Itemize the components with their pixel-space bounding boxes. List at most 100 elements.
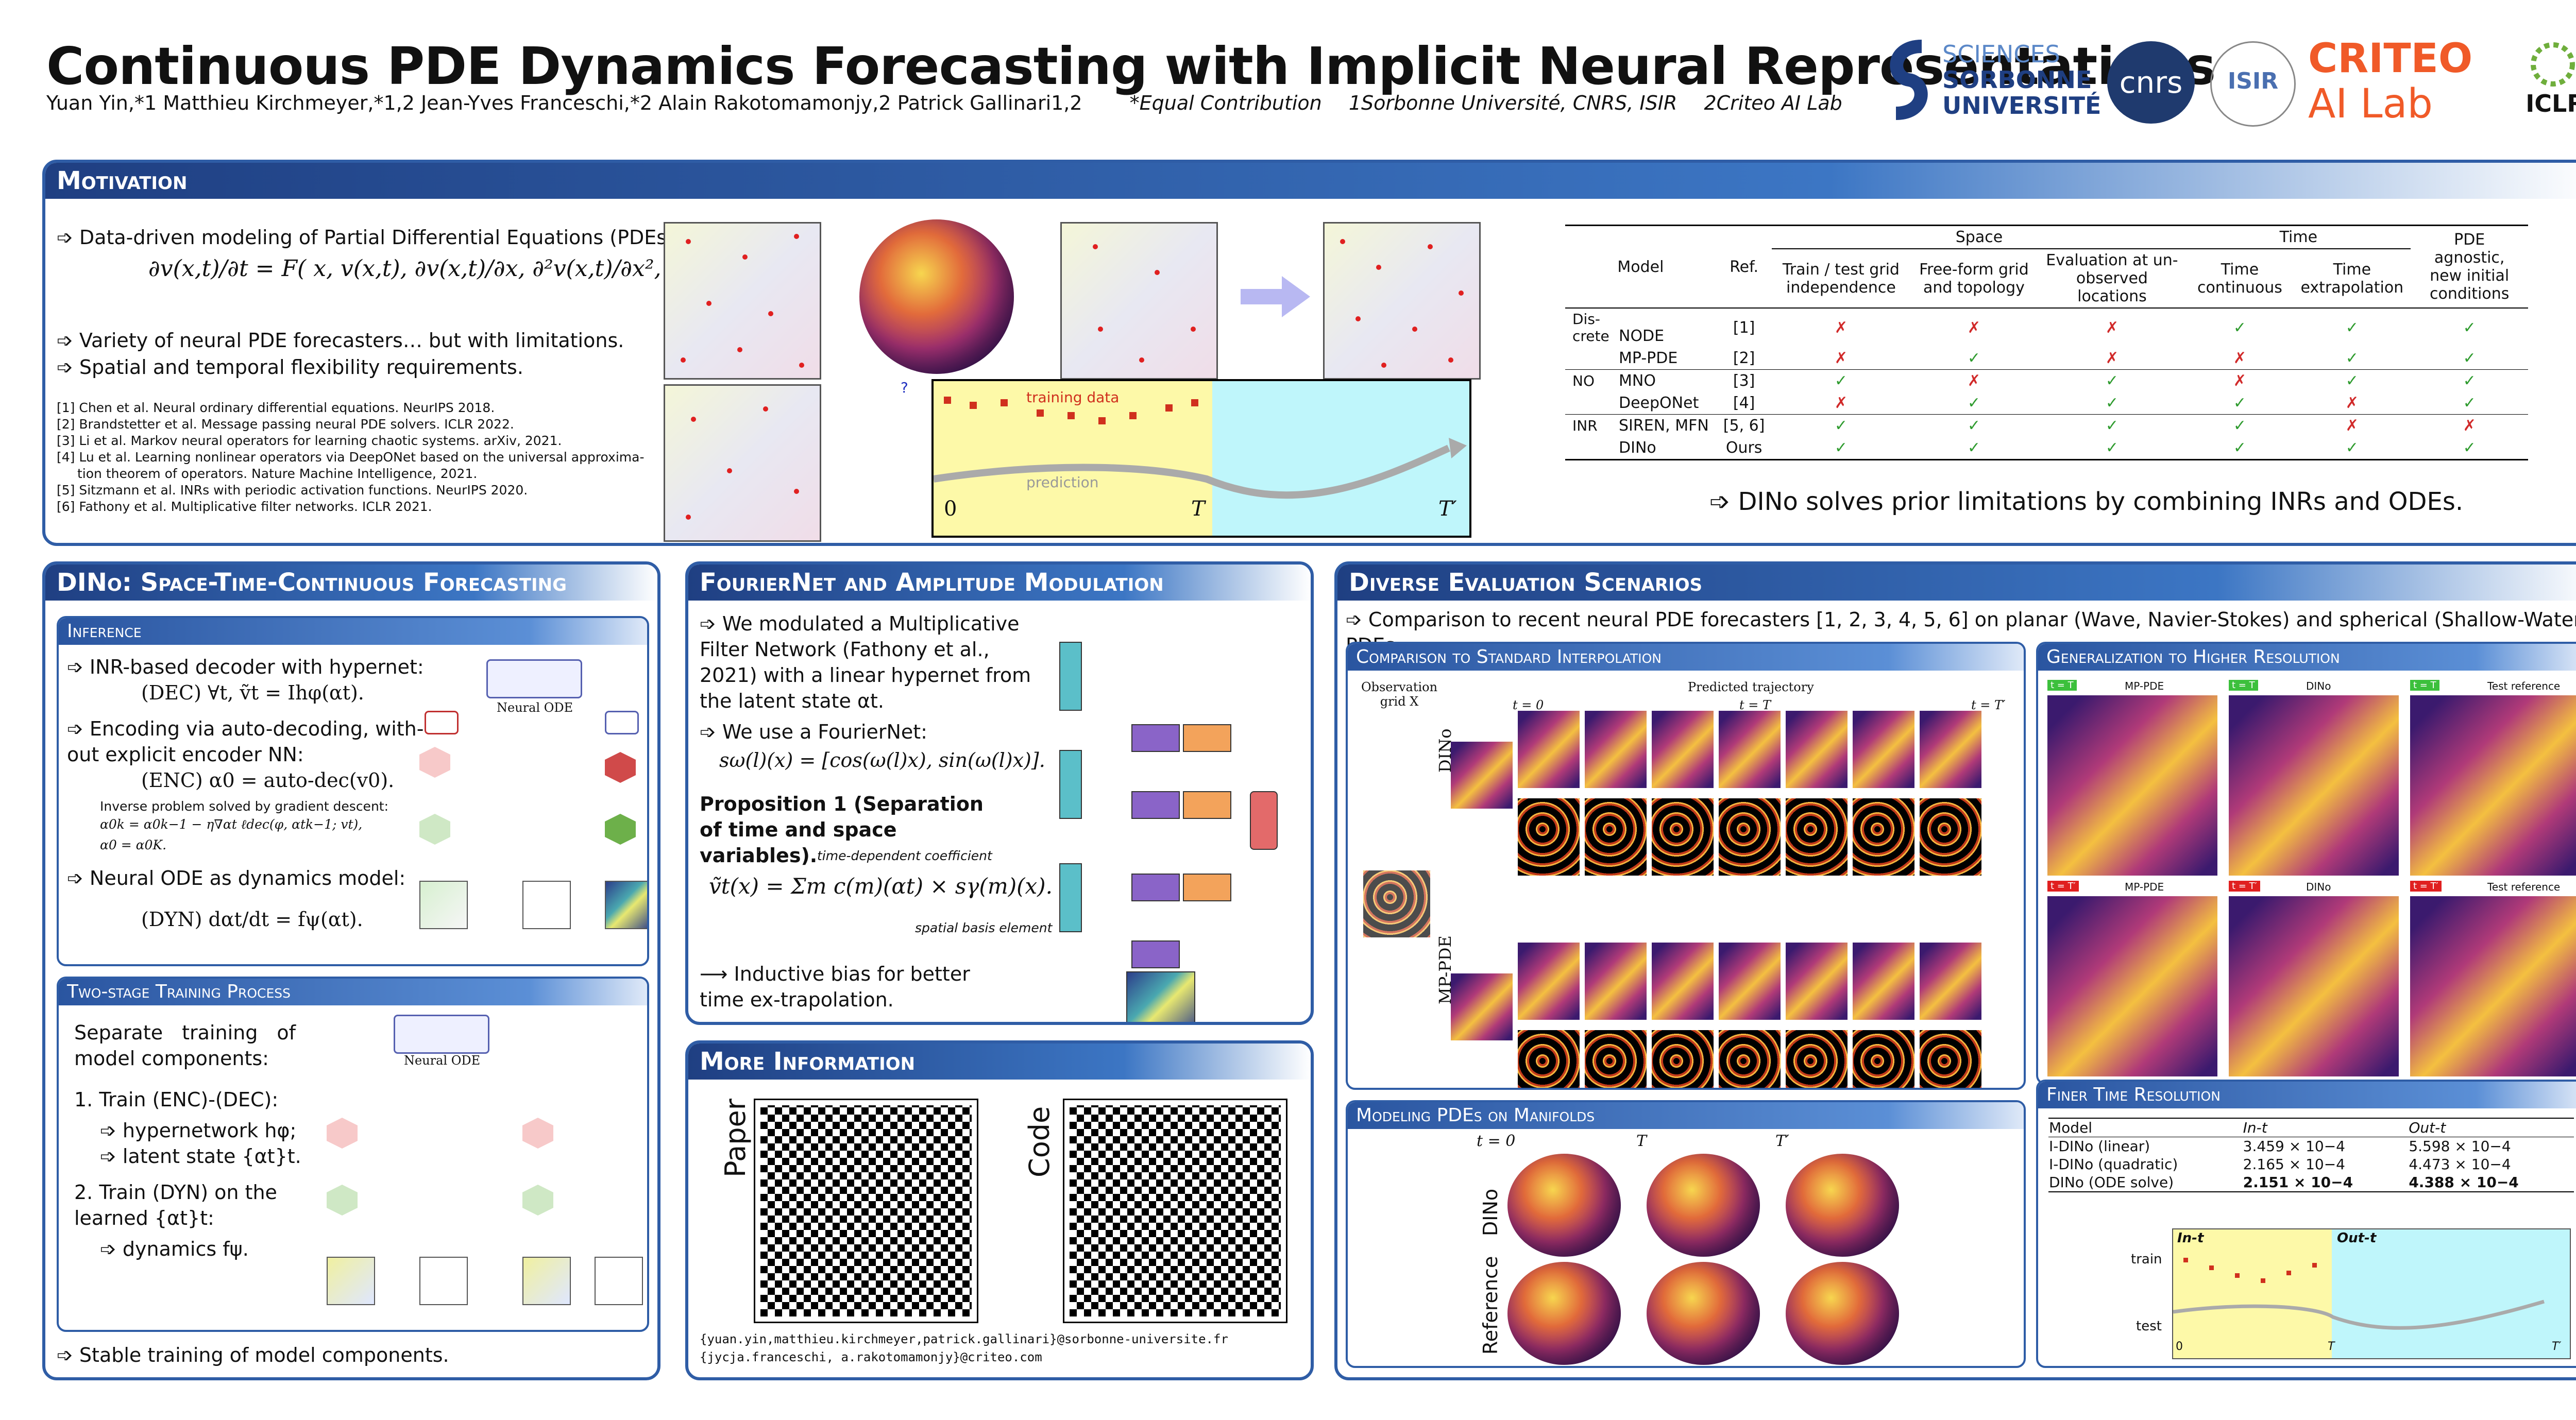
interp-image [1786,711,1848,788]
ref-cell: [1] [1733,319,1755,337]
ft-col-int: In-t [2243,1119,2267,1136]
sphere-dino-T [1647,1154,1760,1257]
group-label: INR [1572,417,1598,434]
prediction-label: prediction [1026,474,1099,491]
train-grid-4 [595,1257,643,1305]
model-cell: DeepONet [1565,392,1716,415]
finer-header: Finer Time Resolution [2038,1082,2576,1108]
interp-image [1652,943,1714,1020]
ref-3: [3] Li et al. Markov neural operators fo… [57,433,562,448]
model-name: DeepONet [1619,394,1699,412]
check-cell: ✗ [1834,394,1848,412]
iclr-leaf-icon [2531,42,2575,87]
sphere-dino-Tp [1786,1154,1899,1257]
time-tag: t = T′ [2047,881,2079,892]
sorbonne-line-2: SORBONNE [1942,66,2092,94]
ft-axis-T: T [2328,1340,2335,1353]
manifold-Tp: T′ [1775,1132,1789,1150]
motivation-bullet-3: Spatial and temporal flexibility require… [57,354,523,380]
sphere-dino-t0 [1507,1154,1621,1257]
ref-cell: [5, 6] [1723,417,1765,435]
model-name: MP-PDE [1619,349,1678,367]
ft-r1-model: I-DINo (linear) [2049,1138,2150,1155]
sphere-ref-t0 [1507,1262,1621,1365]
email-1: {yuan.yin,matthieu.kirchmeyer,patrick.ga… [700,1332,1228,1346]
criteo-line-1: CRITEO [2308,36,2473,82]
mesh-grid-4 [664,384,821,542]
W3-block [1131,940,1180,968]
affiliation-2: 2Criteo AI Lab [1704,92,1842,114]
finer-diagram: In-t Out-t 0 T T′ [2172,1228,2571,1359]
paper-qr-code[interactable] [754,1099,978,1323]
check-cell: ✓ [2463,439,2476,457]
ft-label-int: In-t [2177,1230,2204,1246]
interp-image [1652,1030,1714,1088]
fourier-header: FourierNet and Amplitude Modulation [688,564,1311,601]
interp-image [1518,1030,1580,1088]
ref-2: [2] Brandstetter et al. Message passing … [57,417,514,432]
more-info-header: More Information [688,1043,1311,1080]
dyn-equation: (DYN) dαt/dt = fψ(αt). [141,908,363,931]
inr-hex-2 [605,814,636,845]
model-cell: DINo [1565,437,1716,460]
check-cell: ✗ [1834,349,1848,367]
ft-r3-outt: 4.388 × 10−4 [2409,1174,2519,1191]
sorbonne-text: SCIENCES SORBONNE UNIVERSITÉ [1942,41,2101,118]
obs-grid-label: Observation grid X [1361,680,1438,709]
hr-label: MP-PDE [2125,680,2164,692]
check-cell: ✓ [1967,349,1981,367]
ft-test-label: test [2136,1319,2162,1334]
s-omega-2 [1059,750,1082,819]
ft-r1-outt: 5.598 × 10−4 [2409,1138,2511,1155]
ft-train-label: train [2131,1252,2162,1267]
iclr-logo: ICLR [2524,41,2576,124]
interp-image [1719,798,1781,876]
gd-formula-1: α0k = α0k−1 − η∇αt ℓdec(φ, αtk−1; vt), [100,817,363,832]
comparison-table: Model Ref. Space Time PDE agnostic, new … [1565,225,2529,460]
interp-tT: t = T [1739,698,1771,712]
ft-r1-int: 3.459 × 10−4 [2243,1138,2345,1155]
col-extrap: Time extrapolation [2300,260,2404,297]
interp-image [1853,711,1914,788]
col-agnostic: PDE agnostic, new initial conditions [2430,231,2510,303]
iclr-text: ICLR [2526,90,2576,117]
col-time-cont: Time continuous [2197,260,2282,297]
interp-image [1786,943,1848,1020]
hypernet-hex-2 [605,752,636,783]
ref-4: [4] Lu et al. Learning nonlinear operato… [57,450,645,465]
col-ref: Ref. [1730,258,1759,276]
interp-image [1920,798,1981,876]
criteo-line-2: AI Lab [2308,81,2433,127]
arrow-icon: ➩ [1709,487,1738,516]
enc-equation: (ENC) α0 = auto-dec(v0). [141,769,395,792]
hr-label: MP-PDE [2125,881,2164,893]
output-field [1126,971,1195,1022]
hr-label: DINo [2306,680,2331,692]
interp-initial-image [1451,973,1513,1040]
motivation-bullet-1: Data-driven modeling of Partial Differen… [57,225,681,250]
check-cell: ✓ [2345,439,2359,457]
interp-image [1585,1030,1647,1088]
highres-box: Generalization to Higher Resolution t = … [2036,642,2576,1085]
check-cell: ✓ [2105,439,2119,457]
mesh-grid-1 [664,222,821,380]
hr-label: Test reference [2487,881,2561,893]
interp-header: Comparison to Standard Interpolation [1348,644,2024,671]
more-info-panel: More Information Paper Code {yuan.yin,ma… [685,1040,1314,1380]
ft-axis-Tp: T′ [2552,1340,2562,1353]
motivation-conclusion: ➩ DINo solves prior limitations by combi… [1709,487,2463,516]
check-cell: ✓ [2233,394,2247,412]
fourier-bullet-2: We use a FourierNet: [700,719,927,745]
check-cell: ✓ [2463,349,2476,367]
mesh-grid-3 [1323,222,1481,380]
W2-block [1131,874,1180,901]
alpha-t-block [1250,791,1278,850]
ft-r3-model: DINo (ODE solve) [2049,1174,2174,1191]
check-cell: ✗ [2233,372,2247,390]
manifold-header: Modeling PDEs on Manifolds [1348,1102,2024,1129]
interp-image [1853,1030,1914,1088]
table-row: DeepONet[4]✗✓✓✓✗✓ [1565,392,2529,415]
code-qr-code[interactable] [1063,1099,1287,1323]
affiliation-1: 1Sorbonne Université, CNRS, ISIR [1348,92,1677,114]
col-freeform: Free-form grid and topology [1919,260,2029,297]
